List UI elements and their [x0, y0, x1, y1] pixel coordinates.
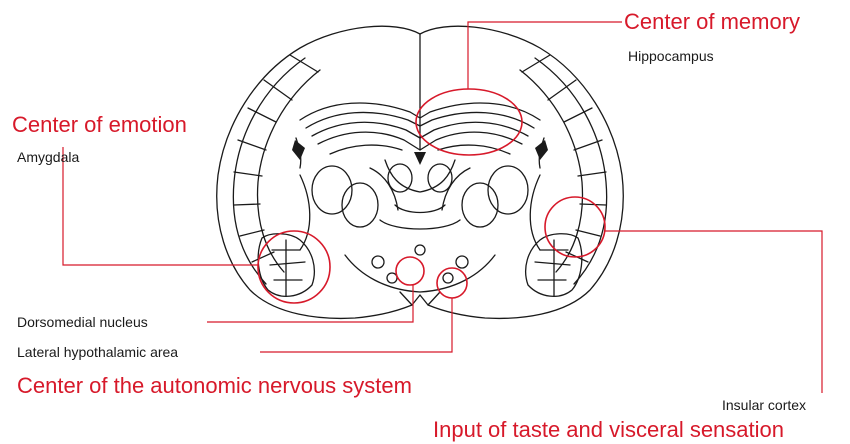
emotion-region-label: Amygdala [17, 150, 79, 164]
dorsomedial-label: Dorsomedial nucleus [17, 315, 148, 329]
insular-circle [545, 197, 605, 257]
lateral-hypothalamic-circle [437, 268, 467, 298]
memory-title: Center of memory [624, 11, 800, 33]
memory-leader [468, 22, 622, 89]
lateral-hypothalamic-label: Lateral hypothalamic area [17, 345, 178, 359]
emotion-leader [63, 147, 258, 265]
ventricle-center [414, 152, 426, 165]
ventricle-left [292, 140, 305, 160]
insular-region-label: Insular cortex [722, 398, 806, 412]
taste-title: Input of taste and visceral sensation [433, 419, 784, 441]
emotion-title: Center of emotion [12, 114, 187, 136]
memory-region-label: Hippocampus [628, 49, 714, 63]
amygdala-circle [258, 231, 330, 303]
dorsomedial-circle [396, 257, 424, 285]
ventricle-right [535, 140, 548, 160]
lateral-leader [260, 298, 452, 352]
autonomic-title: Center of the autonomic nervous system [17, 375, 412, 397]
insular-leader [605, 231, 822, 393]
